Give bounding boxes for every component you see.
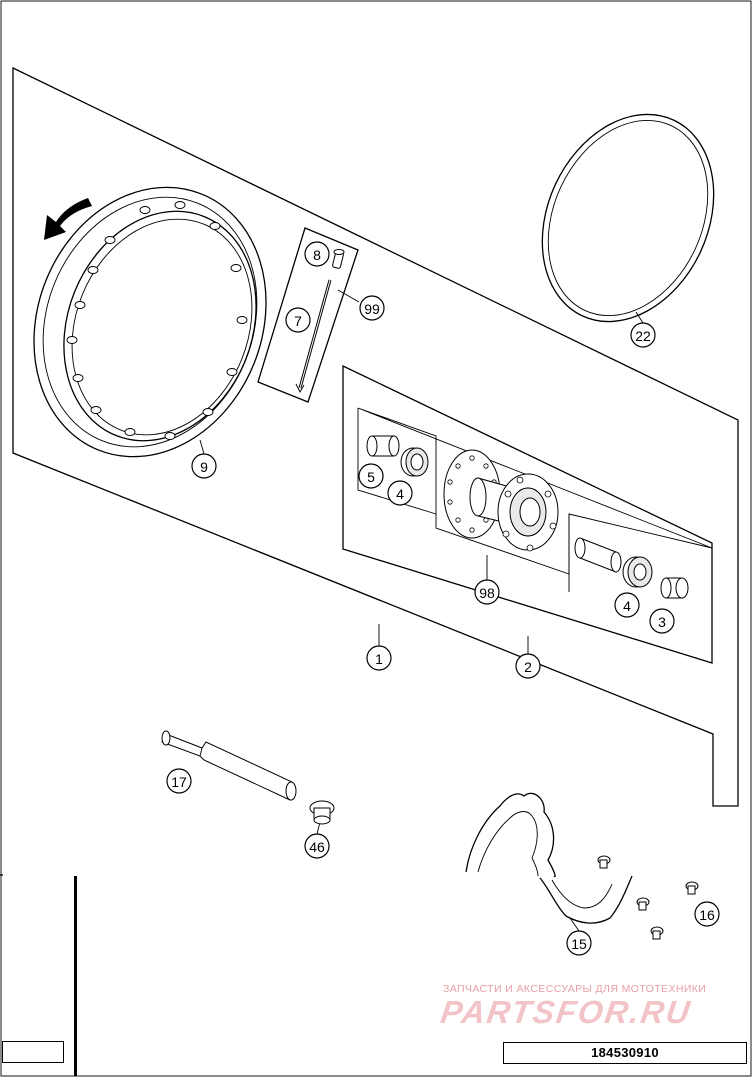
leader-lines [199,289,644,932]
callout-c17: 17 [166,768,192,794]
callout-number: 22 [635,328,651,344]
callout-number: 2 [524,659,532,675]
callout-circle [359,295,385,321]
callout-c16: 16 [694,901,720,927]
axle-part [161,730,297,801]
rotation-arrow-icon [44,198,92,240]
brake-disc-part [465,792,633,924]
bearing-left-part [400,447,429,477]
callout-number: 46 [309,839,325,855]
callout-circle [694,901,720,927]
hub-left-frame [357,408,437,515]
callout-circle [515,653,541,679]
callout-circle [474,579,500,605]
callout-number: 1 [375,651,383,667]
callout-circle [614,592,640,618]
callout-number: 3 [658,614,666,630]
callout-circle [566,930,592,956]
callout-number: 7 [294,313,302,329]
callout-number: 98 [479,585,495,601]
watermark-brand: PARTSFOR.RU [438,994,694,1030]
callout-number: 8 [313,247,321,263]
spacer-sleeve-right-part [574,537,622,573]
watermark-tagline: ЗАПЧАСТИ И АКСЕССУАРЫ ДЛЯ МОТОТЕХНИКИ [443,983,707,995]
spacer-left-part [366,435,400,457]
disc-screws-part [597,855,699,940]
callout-c2: 2 [515,653,541,679]
callout-c1: 1 [366,645,392,671]
callout-circle [166,768,192,794]
callout-circle [366,645,392,671]
callout-number: 5 [367,469,375,485]
nipple-part [332,249,345,269]
rim-tape-part [541,113,715,323]
callout-circle [191,453,217,479]
hub-part [443,449,559,552]
callout-number: 4 [623,598,631,614]
callout-c4a: 4 [387,480,413,506]
callout-c4b: 4 [614,592,640,618]
callout-c22: 22 [630,322,656,348]
callout-circle [285,307,311,333]
collar-bolt-part [309,800,335,825]
callout-circle [387,480,413,506]
callout-circle [304,241,330,267]
footer-vertical-bar [74,876,77,1076]
callout-number: 9 [200,459,208,475]
callout-labels: 8 99 7 22 9 5 4 98 4 3 1 2 17 46 16 15 [166,241,720,956]
hub-assembly-frame [342,364,713,664]
callout-circle [649,608,675,634]
wheel-assembly-frame [12,66,739,807]
callout-number: 16 [699,907,715,923]
footer-left-box [2,1041,64,1063]
callout-circle [630,322,656,348]
callout-number: 17 [171,774,187,790]
callout-circle [358,463,384,489]
callout-c7: 7 [285,307,311,333]
callout-c5: 5 [358,463,384,489]
rim-part [33,186,267,458]
spoke-part [295,279,332,393]
callout-c8: 8 [304,241,330,267]
document-number: 184530910 [503,1042,747,1064]
callout-c3: 3 [649,608,675,634]
spoke-frame [257,227,359,403]
callout-c99: 99 [359,295,385,321]
callout-circle [304,833,330,859]
spacer-right-part [660,577,689,599]
callout-c46: 46 [304,833,330,859]
callout-number: 15 [571,936,587,952]
callout-c15: 15 [566,930,592,956]
callout-c98: 98 [474,579,500,605]
bearing-right-part [622,556,653,588]
callout-number: 4 [396,486,404,502]
callout-c9: 9 [191,453,217,479]
callout-number: 99 [364,301,380,317]
